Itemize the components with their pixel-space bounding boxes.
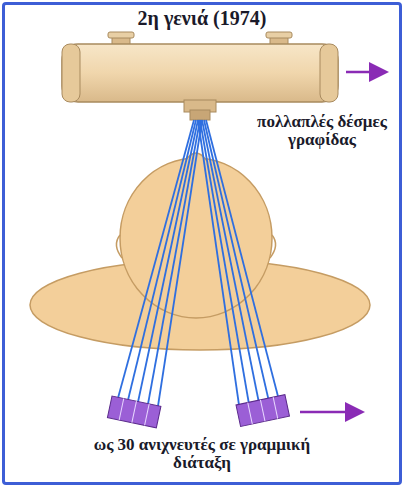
diagram-title: 2η γενιά (1974) — [60, 8, 344, 29]
x-ray-tube — [62, 32, 338, 120]
detector-array — [107, 395, 289, 428]
annotation-label: ως 30 ανιχνευτές σε γραμμική διάταξη — [90, 436, 314, 472]
motion-arrow — [346, 71, 384, 74]
annotation-label: πολλαπλές δέσμες γραφίδας — [250, 112, 394, 150]
head — [120, 158, 272, 318]
pencil-beams — [118, 120, 280, 412]
motion-arrow — [300, 411, 360, 414]
